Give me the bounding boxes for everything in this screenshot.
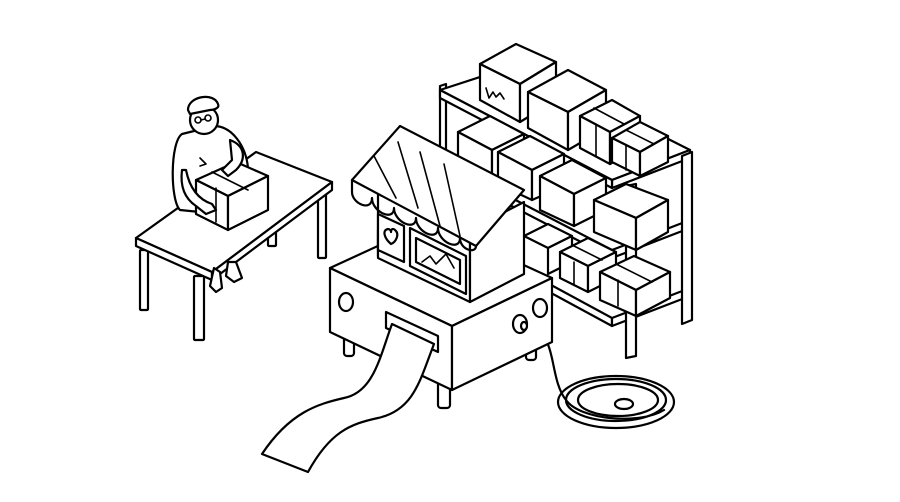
printed-paper-strip	[260, 322, 436, 474]
shelf-box-top-4	[610, 120, 670, 178]
storage-shelf	[438, 42, 694, 360]
heart-icon	[383, 227, 399, 246]
shelf-box-mid-4	[592, 182, 670, 252]
coiled-cable	[536, 332, 676, 430]
shelf-box-mid-3	[538, 158, 608, 228]
shelf-box-low-3	[598, 254, 672, 318]
chart-line-icon	[421, 253, 455, 269]
mini-storefront	[350, 124, 526, 304]
worker-packing-box	[171, 95, 270, 294]
